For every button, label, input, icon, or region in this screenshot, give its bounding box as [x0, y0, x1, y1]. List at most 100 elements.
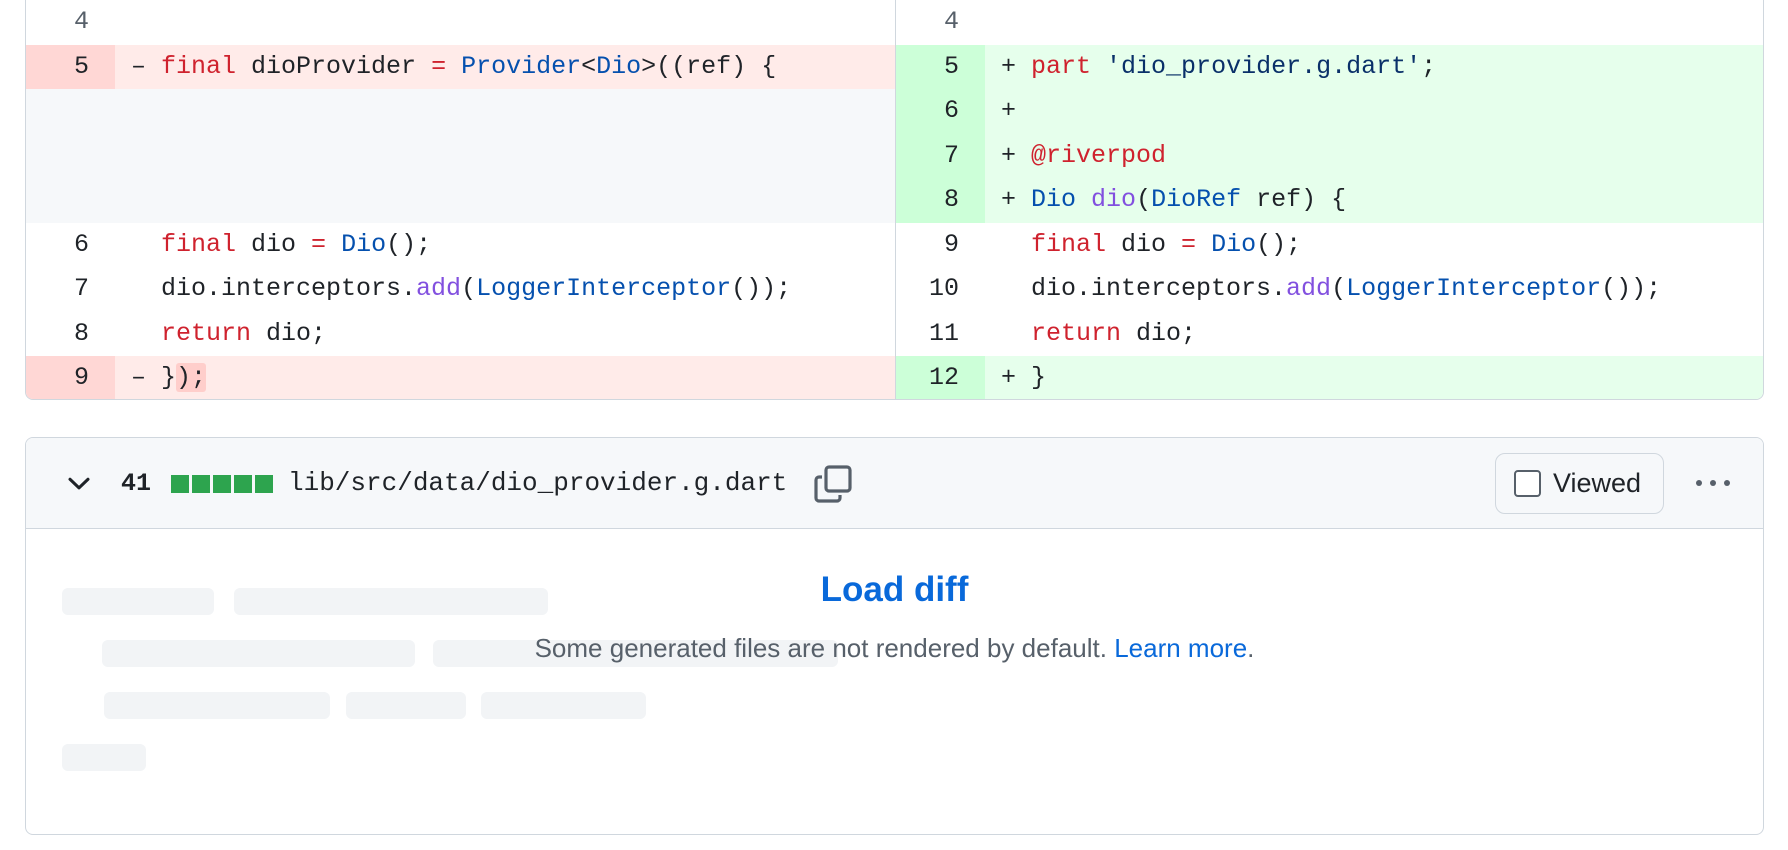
line-number[interactable]: 8: [73, 318, 89, 348]
code-token: final: [1031, 229, 1107, 259]
copy-icon[interactable]: [813, 464, 853, 504]
file-path[interactable]: lib/src/data/dio_provider.g.dart: [288, 468, 788, 498]
line-number[interactable]: 9: [943, 229, 959, 259]
code-token: dio.interceptors.: [1001, 274, 1287, 303]
code-token: [326, 230, 341, 259]
code-token: LoggerInterceptor: [476, 274, 732, 303]
code-token: return: [1031, 318, 1122, 348]
diff-line-right: 9 final dio = Dio();: [896, 223, 1763, 268]
code-token: [1001, 230, 1031, 259]
diff-line-right: 5+ part 'dio_provider.g.dart';: [896, 44, 1763, 89]
line-number[interactable]: 8: [896, 178, 985, 223]
viewed-label: Viewed: [1553, 468, 1642, 498]
code-token: +: [1001, 96, 1017, 125]
diff-line-right: 11 return dio;: [896, 312, 1763, 357]
code-token: return: [161, 318, 252, 348]
diff-line-left: 7 dio.interceptors.add(LoggerInterceptor…: [26, 267, 895, 312]
code-token: =: [431, 51, 447, 81]
diff-line-right: 7+ @riverpod: [896, 133, 1763, 178]
code-line: + @riverpod: [985, 133, 1763, 178]
code-token: dio;: [1121, 318, 1197, 348]
code-token: =: [1181, 229, 1197, 259]
code-token: + }: [1001, 363, 1047, 392]
line-number[interactable]: 4: [73, 7, 89, 36]
diff-line-left: 6 final dio = Dio();: [26, 223, 895, 268]
code-line: + Dio dio(DioRef ref) {: [985, 178, 1763, 223]
viewed-toggle[interactable]: Viewed: [1495, 453, 1664, 514]
line-number[interactable]: 11: [928, 318, 959, 348]
code-token: ());: [731, 274, 792, 303]
code-token: part: [1031, 51, 1092, 81]
skeleton-bar: [102, 640, 415, 667]
code-token: ref) {: [1241, 185, 1347, 214]
diffstat-block: [255, 475, 273, 493]
diff-line-right: 8+ Dio dio(DioRef ref) {: [896, 178, 1763, 223]
code-token: [446, 52, 461, 81]
diffstat-block: [213, 475, 231, 493]
diffstat-block: [192, 475, 210, 493]
code-line: – final dioProvider = Provider<Dio>((ref…: [115, 44, 895, 89]
kebab-horizontal-icon[interactable]: [1691, 473, 1735, 493]
diff-line-left: 8 return dio;: [26, 312, 895, 357]
line-number[interactable]: 5: [26, 44, 115, 89]
diff-line-left: 4: [26, 0, 895, 45]
line-number[interactable]: 10: [928, 274, 959, 303]
code-line: + }: [985, 356, 1763, 399]
line-number[interactable]: 7: [73, 274, 89, 303]
code-token: (: [461, 274, 477, 303]
line-number[interactable]: 4: [943, 7, 959, 36]
diffstat-blocks: [171, 475, 273, 493]
diff-line-left: 9– });: [26, 356, 895, 399]
diff-line-left: 5– final dioProvider = Provider<Dio>((re…: [26, 44, 895, 89]
code-line: return dio;: [115, 312, 895, 357]
code-line: final dio = Dio();: [115, 223, 895, 268]
code-token: ;: [1421, 51, 1437, 81]
diff-line-right: 10 dio.interceptors.add(LoggerIntercepto…: [896, 267, 1763, 312]
line-number[interactable]: 6: [896, 89, 985, 134]
code-token: dio: [236, 229, 312, 259]
code-token: dioProvider: [236, 51, 432, 81]
code-line: [985, 0, 1763, 45]
line-number[interactable]: 7: [896, 133, 985, 178]
code-token: ();: [386, 229, 432, 259]
file-diff-card: 41 lib/src/data/dio_provider.g.dart View…: [25, 437, 1764, 835]
generated-file-message: Some generated files are not rendered by…: [26, 633, 1763, 664]
code-token: dio: [1106, 229, 1182, 259]
diff-divider: [895, 0, 896, 399]
skeleton-bar: [104, 692, 330, 719]
line-number[interactable]: 5: [896, 44, 985, 89]
code-token: Dio: [596, 51, 642, 81]
code-token: =: [311, 229, 327, 259]
line-number[interactable]: 6: [73, 229, 89, 259]
skeleton-bar: [433, 640, 838, 667]
code-token: >((ref) {: [641, 51, 777, 81]
load-diff-button[interactable]: Load diff: [820, 570, 969, 609]
diff-line-left: [26, 133, 895, 178]
code-token: – }: [131, 363, 177, 392]
code-token: dio;: [251, 318, 327, 348]
code-token: DioRef: [1151, 185, 1242, 214]
diff-line-right: 12 + }: [896, 356, 1763, 399]
code-line: [115, 0, 895, 45]
code-token: (: [1136, 185, 1152, 214]
code-token: <: [581, 51, 597, 81]
code-token: add: [1286, 274, 1332, 303]
viewed-checkbox[interactable]: [1514, 470, 1541, 497]
chevron-down-icon[interactable]: [64, 468, 94, 498]
code-token: );: [176, 363, 207, 392]
learn-more-link[interactable]: Learn more: [1114, 633, 1248, 663]
code-token: +: [1001, 140, 1032, 170]
skeleton-bar: [234, 588, 548, 615]
message-period: .: [1247, 633, 1255, 663]
line-number[interactable]: 12: [896, 356, 985, 399]
line-number[interactable]: 9: [26, 356, 115, 399]
code-token: [1196, 230, 1211, 259]
diffstat-block: [171, 475, 189, 493]
diff-line-left: [26, 178, 895, 223]
code-token: –: [131, 51, 162, 81]
code-token: LoggerInterceptor: [1346, 274, 1602, 303]
code-token: Dio: [1211, 229, 1257, 259]
file-header: 41 lib/src/data/dio_provider.g.dart View…: [26, 438, 1763, 529]
code-token: [1076, 185, 1091, 214]
code-line: – });: [115, 356, 895, 399]
